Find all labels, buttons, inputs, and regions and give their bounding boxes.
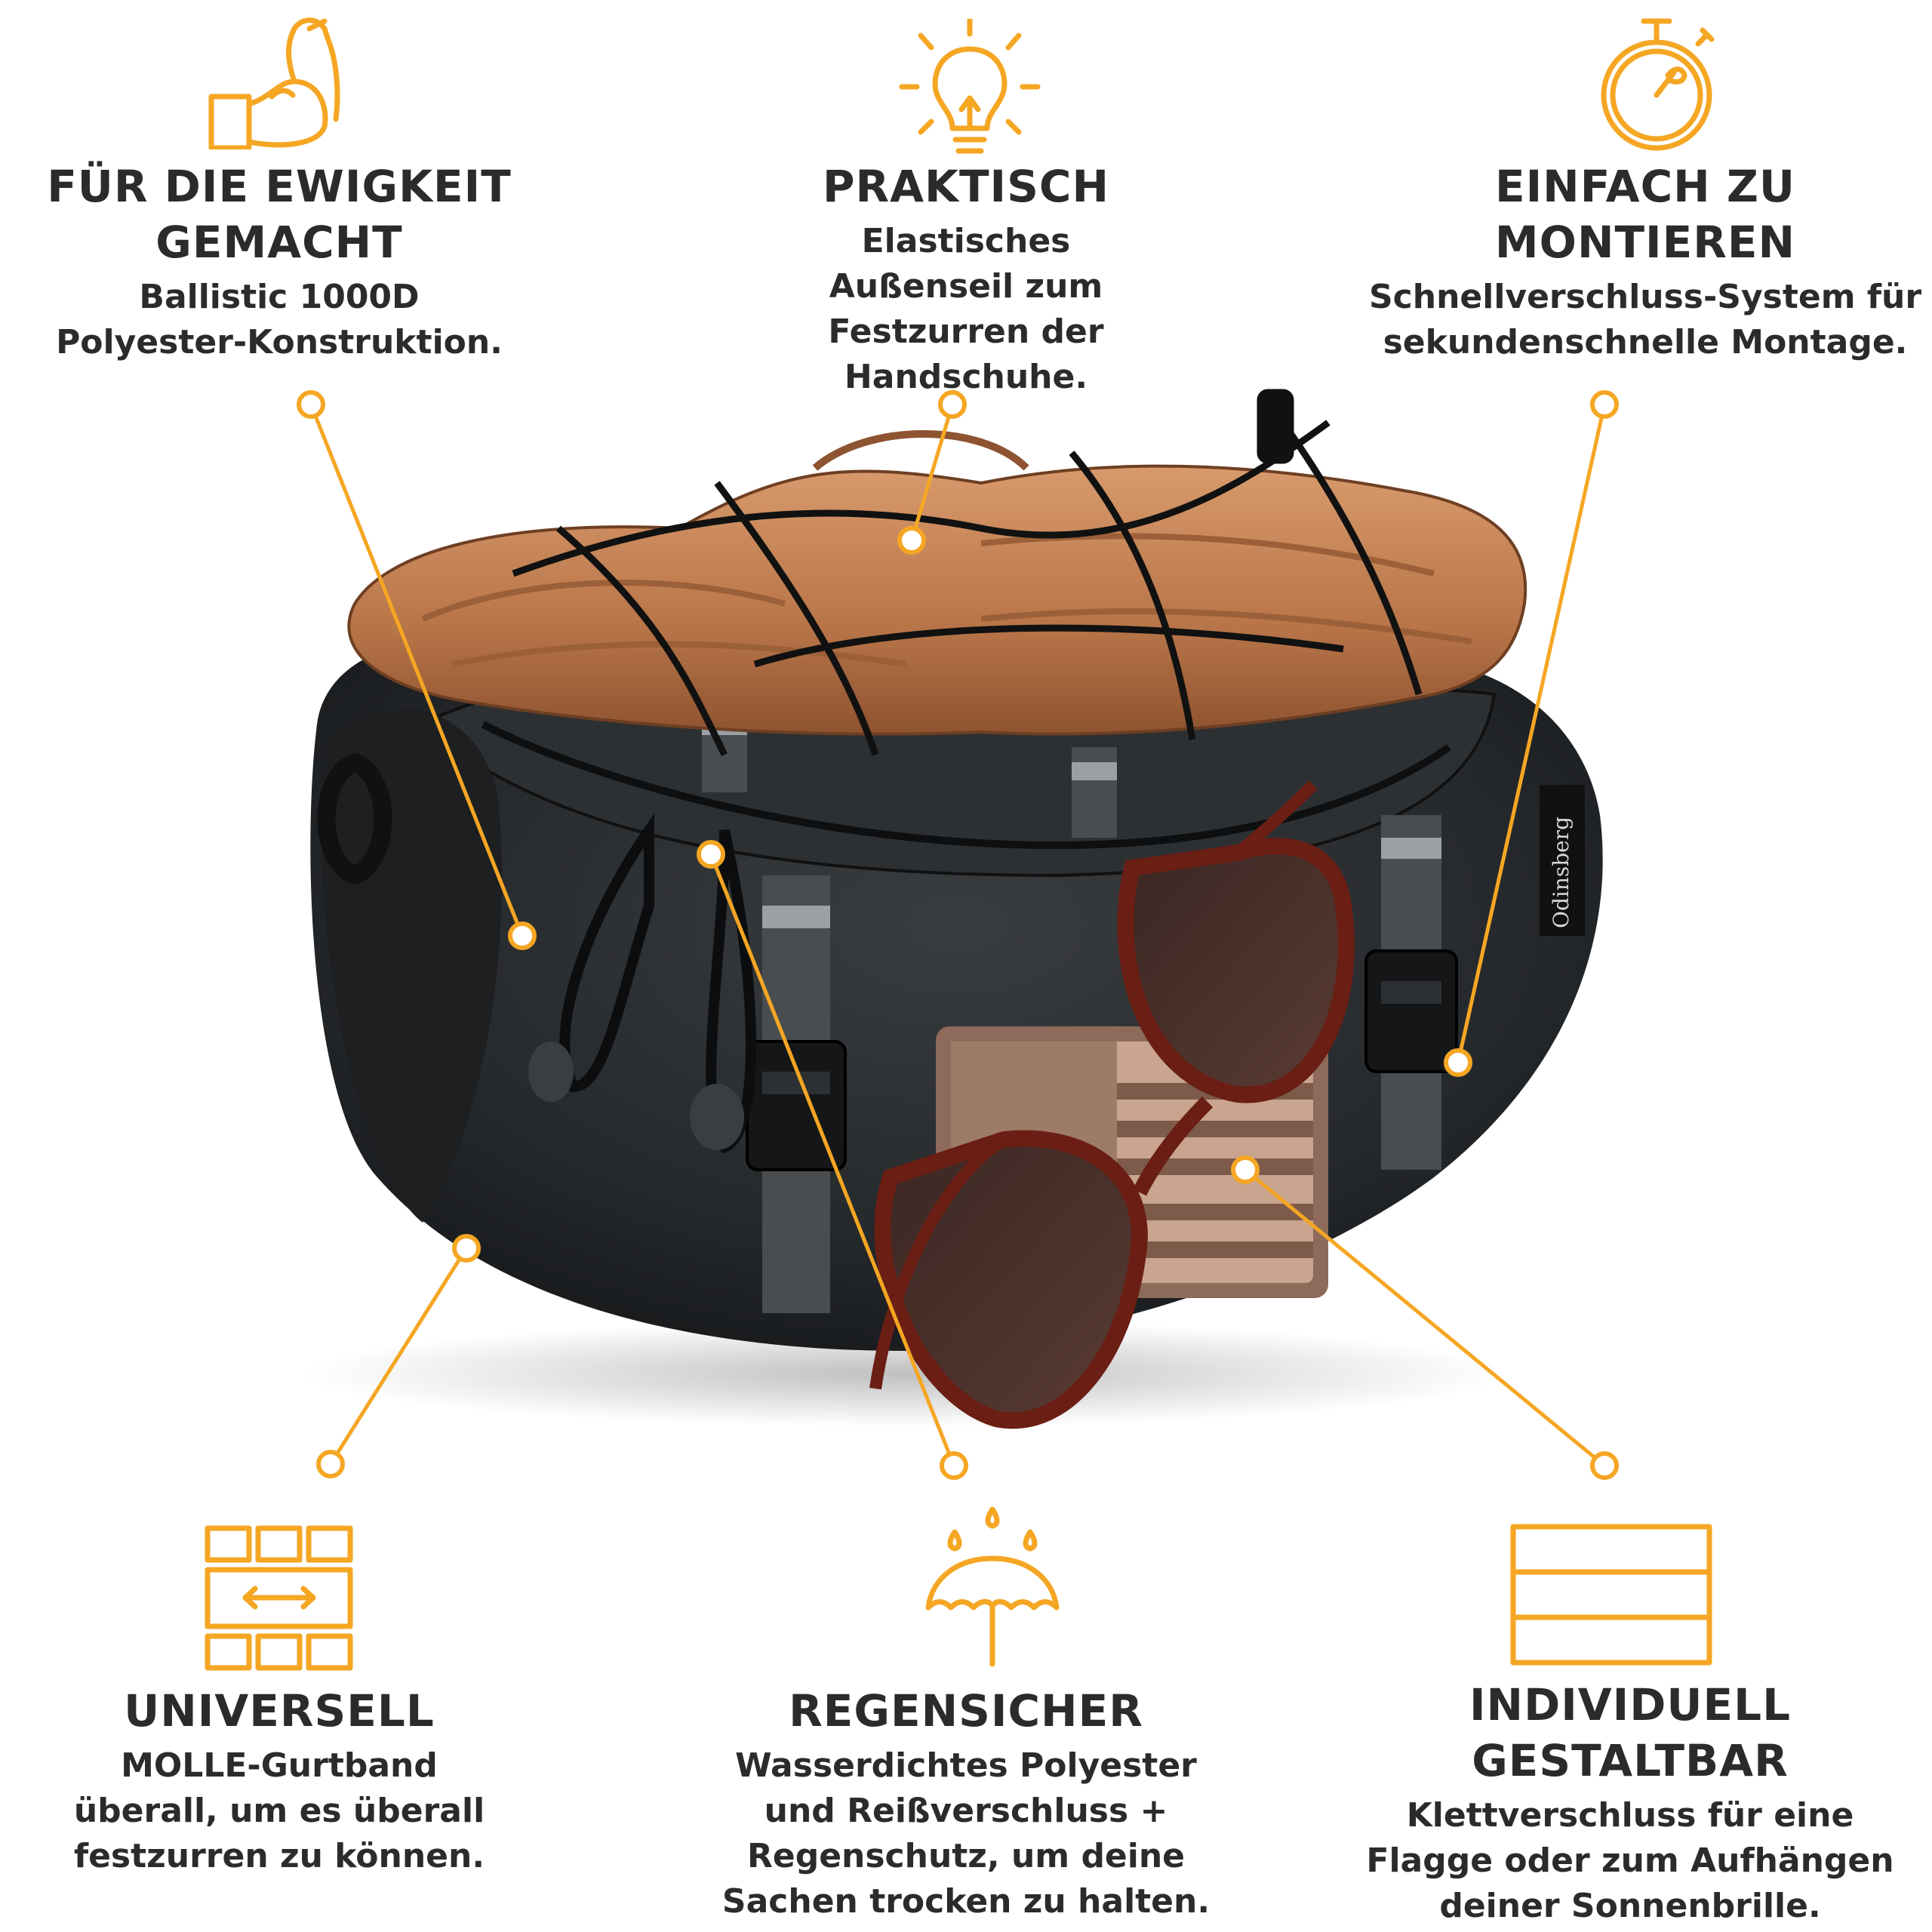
callout-line-individuell [1244,1168,1606,1467]
feature-ewigkeit: FÜR DIE EWIGKEIT GEMACHT Ballistic 1000D… [30,158,528,365]
feature-text: Ballistic 1000D Polyester-Konstruktion. [56,278,503,361]
callout-dot [1590,1451,1619,1480]
callout-line-ewigkeit [309,404,525,937]
callout-dot [1231,1155,1260,1184]
callout-dot [297,390,325,419]
leather-gloves [347,430,1527,736]
flag-icon [1510,1524,1712,1666]
callout-dot [897,526,926,555]
feature-text: Wasserdichtes Polyester und Reißverschlu… [721,1746,1211,1921]
lightbulb-icon [899,19,1041,154]
callout-dot [697,840,725,869]
callout-dot [452,1234,481,1263]
feature-title: REGENSICHER [789,1685,1143,1737]
callout-dot [1444,1048,1472,1077]
flexed-arm-icon [208,17,340,149]
feature-title: UNIVERSELL [124,1685,435,1737]
feature-text: MOLLE-Gurtband überall, um es überall fe… [73,1746,485,1875]
feature-title: EINFACH ZU MONTIEREN [1494,161,1796,268]
brand-label [1540,785,1585,936]
feature-title: PRAKTISCH [822,161,1110,212]
callout-line-regensicher [709,854,956,1466]
feature-text: Klettverschluss für eine Flagge oder zum… [1366,1796,1894,1925]
feature-text: Schnellverschluss-System für sekundensch… [1368,278,1922,361]
stopwatch-icon [1601,18,1715,151]
feature-regensicher: REGENSICHER Wasserdichtes Polyester und … [694,1683,1238,1924]
callout-dot [940,1451,968,1480]
callout-line-praktisch [909,404,955,541]
feature-montieren: EINFACH ZU MONTIEREN Schnellverschluss-S… [1358,158,1932,365]
molle-grid-icon [205,1525,353,1671]
callout-line-montieren [1456,404,1607,1063]
callout-dots [297,390,1619,1480]
bag-shadow [302,1321,1509,1426]
callout-dot [1590,390,1619,419]
callout-lines [309,404,1607,1467]
callout-line-universell [328,1247,469,1466]
feature-title: FÜR DIE EWIGKEIT GEMACHT [47,161,512,268]
sunglasses [869,780,1355,1429]
feature-universell: UNIVERSELL MOLLE-Gurtband überall, um es… [30,1683,528,1879]
feature-text: Elastisches Außenseil zum Festzurren der… [828,222,1104,396]
callout-dot [316,1450,345,1478]
callout-dot [938,390,967,419]
umbrella-rain-icon [925,1506,1060,1667]
feature-praktisch: PRAKTISCH Elastisches Außenseil zum Fest… [747,158,1185,400]
callout-dot [508,921,537,950]
feature-title: INDIVIDUELL GESTALTBAR [1469,1679,1792,1786]
feature-individuell: INDIVIDUELL GESTALTBAR Klettverschluss f… [1328,1677,1932,1929]
brand-label-text: Odinsberg [1549,817,1574,928]
bungee-cord [512,389,1423,757]
